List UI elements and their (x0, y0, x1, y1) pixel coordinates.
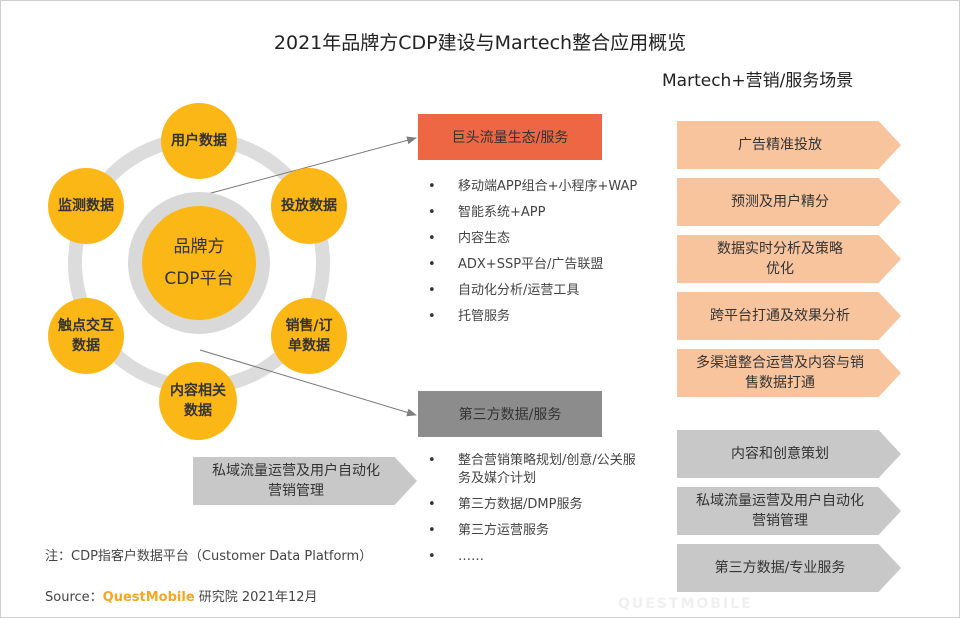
list-item: 自动化分析/运营工具 (428, 282, 648, 300)
node-label: 投放数据 (281, 198, 337, 214)
center-line2: CDP平台 (164, 269, 234, 289)
scenario-chevron: 预测及用户精分 (677, 178, 901, 226)
footnote: 注：CDP指客户数据平台（Customer Data Platform） (45, 549, 373, 564)
node-label: 触点交互数据 (58, 318, 114, 354)
node-label: 用户数据 (171, 133, 227, 149)
node-ad-delivery-data: 投放数据 (271, 168, 347, 244)
list-item: 移动端APP组合+小程序+WAP (428, 178, 648, 196)
center-line1: 品牌方 (173, 237, 225, 257)
scenario-label: 内容和创意策划 (731, 446, 829, 462)
scenario-chevron: 广告精准投放 (677, 121, 901, 169)
source-suffix: 研究院 2021年12月 (194, 590, 318, 605)
center-cdp-platform: 品牌方 CDP平台 (128, 192, 270, 334)
scenario-chevron: 私域流量运营及用户自动化营销管理 (677, 487, 901, 535)
scenario-label: 私域流量运营及用户自动化营销管理 (696, 493, 864, 529)
source-brand: QuestMobile (102, 590, 195, 605)
category-giant-ecosystem: 巨头流量生态/服务 (418, 114, 602, 160)
third-party-services-list: 整合营销策略规划/创意/公关服务及媒介计划 第三方数据/DMP服务 第三方运营服… (428, 452, 648, 574)
scenario-label: 数据实时分析及策略优化 (717, 241, 843, 277)
list-item: ADX+SSP平台/广告联盟 (428, 256, 648, 274)
node-content-data: 内容相关数据 (159, 362, 237, 440)
node-touchpoint-data: 触点交互数据 (48, 298, 124, 374)
scenario-label: 多渠道整合运营及内容与销售数据打通 (696, 355, 864, 391)
node-label: 监测数据 (58, 198, 114, 214)
list-item: 智能系统+APP (428, 204, 648, 222)
arrow-to-giant (199, 136, 417, 197)
scenario-chevron: 数据实时分析及策略优化 (677, 235, 901, 283)
scenario-label: 预测及用户精分 (731, 194, 829, 210)
list-item: 内容生态 (428, 230, 648, 248)
list-item: …… (428, 548, 648, 566)
source-line: Source：QuestMobile 研究院 2021年12月 (45, 586, 318, 605)
node-user-data: 用户数据 (161, 103, 237, 179)
category-third-party: 第三方数据/服务 (418, 391, 602, 437)
giant-services-list: 移动端APP组合+小程序+WAP 智能系统+APP 内容生态 ADX+SSP平台… (428, 178, 648, 334)
scenarios-heading: Martech+营销/服务场景 (662, 71, 854, 91)
scenario-label: 第三方数据/专业服务 (714, 560, 846, 576)
node-monitoring-data: 监测数据 (48, 168, 124, 244)
scenario-label: 跨平台打通及效果分析 (710, 308, 850, 324)
watermark: QUESTMOBILE (618, 596, 753, 612)
node-label: 销售/订单数据 (285, 318, 333, 354)
list-item: 托管服务 (428, 308, 648, 326)
private-traffic-label: 私域流量运营及用户自动化营销管理 (212, 463, 380, 499)
arrow-to-third-party (199, 349, 417, 417)
scenario-chevron: 第三方数据/专业服务 (677, 544, 901, 592)
node-label: 内容相关数据 (170, 383, 226, 419)
list-item: 第三方运营服务 (428, 522, 648, 540)
scenario-chevron: 多渠道整合运营及内容与销售数据打通 (677, 349, 901, 397)
node-sales-order-data: 销售/订单数据 (271, 298, 347, 374)
list-item: 第三方数据/DMP服务 (428, 496, 648, 514)
list-item: 整合营销策略规划/创意/公关服务及媒介计划 (428, 452, 648, 488)
source-prefix: Source： (45, 590, 103, 605)
page-title: 2021年品牌方CDP建设与Martech整合应用概览 (273, 32, 687, 54)
private-traffic-tag: 私域流量运营及用户自动化营销管理 (193, 457, 417, 505)
scenario-chevron: 内容和创意策划 (677, 430, 901, 478)
scenario-chevron: 跨平台打通及效果分析 (677, 292, 901, 340)
scenario-label: 广告精准投放 (738, 137, 822, 153)
